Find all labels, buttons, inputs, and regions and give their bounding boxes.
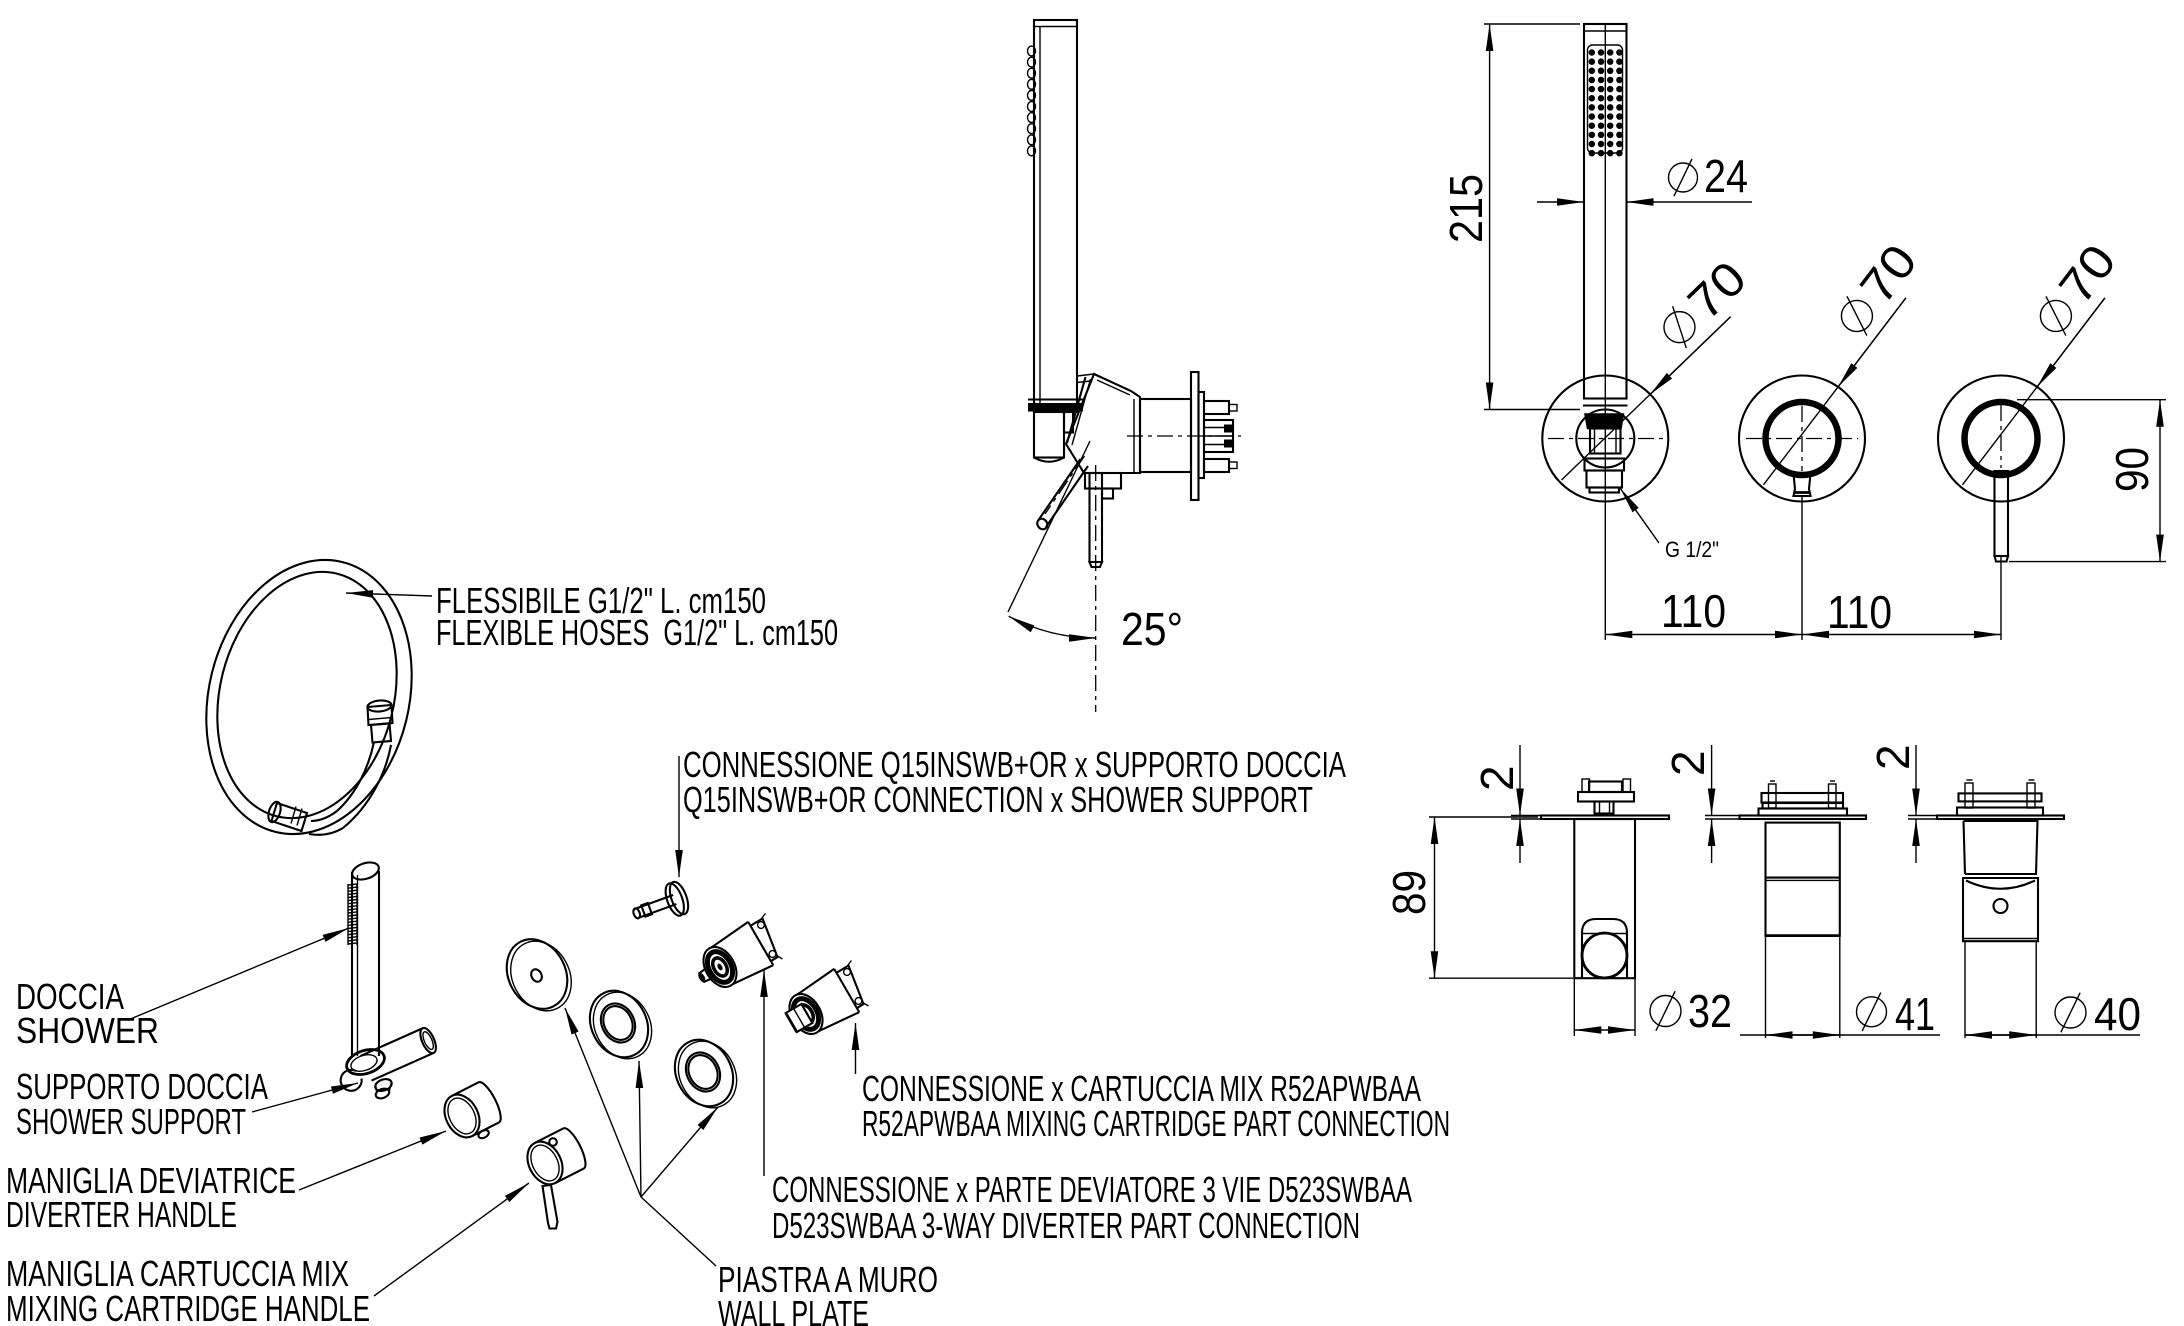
svg-text:R52APWBAA MIXING CARTRIDGE PAR: R52APWBAA MIXING CARTRIDGE PART CONNECTI… [862,1103,1450,1144]
svg-text:89: 89 [1383,870,1435,915]
svg-text:2: 2 [1867,744,1919,770]
svg-text:SHOWER SUPPORT: SHOWER SUPPORT [16,1101,246,1142]
svg-text:MIXING CARTRIDGE HANDLE: MIXING CARTRIDGE HANDLE [6,1288,370,1326]
svg-text:CONNESSIONE x CARTUCCIA MIX R5: CONNESSIONE x CARTUCCIA MIX R52APWBAA [862,1068,1421,1109]
svg-text:PIASTRA A MURO: PIASTRA A MURO [718,1259,938,1300]
svg-text:90: 90 [2106,447,2158,492]
svg-text:FLESSIBILE G1/2" L. cm150: FLESSIBILE G1/2" L. cm150 [436,580,766,621]
svg-text:FLEXIBLE HOSES G1/2" L. cm150: FLEXIBLE HOSES G1/2" L. cm150 [436,612,838,653]
svg-text:25°: 25° [1121,603,1183,655]
svg-text:Q15INSWB+OR CONNECTION x SHOWE: Q15INSWB+OR CONNECTION x SHOWER SUPPORT [683,779,1313,820]
svg-text:32: 32 [1688,985,1732,1037]
svg-text:CONNESSIONE Q15INSWB+OR x SUPP: CONNESSIONE Q15INSWB+OR x SUPPORTO DOCCI… [683,744,1346,785]
svg-text:CONNESSIONE x PARTE DEVIATORE: CONNESSIONE x PARTE DEVIATORE 3 VIE D523… [772,1169,1412,1210]
svg-text:WALL PLATE: WALL PLATE [718,1293,869,1326]
svg-text:MANIGLIA CARTUCCIA MIX: MANIGLIA CARTUCCIA MIX [6,1253,349,1294]
svg-text:41: 41 [1895,988,1935,1040]
svg-text:G 1/2": G 1/2" [1665,537,1719,562]
svg-text:2: 2 [1662,750,1714,776]
svg-text:2: 2 [1471,765,1523,791]
svg-text:SHOWER: SHOWER [16,1010,159,1051]
svg-text:215: 215 [1440,174,1492,243]
svg-text:24: 24 [1704,150,1748,202]
svg-text:D523SWBAA 3-WAY DIVERTER PART: D523SWBAA 3-WAY DIVERTER PART CONNECTION [772,1205,1360,1246]
svg-text:40: 40 [2094,988,2141,1040]
svg-text:SUPPORTO DOCCIA: SUPPORTO DOCCIA [16,1066,268,1107]
svg-text:MANIGLIA DEVIATRICE: MANIGLIA DEVIATRICE [6,1160,296,1201]
svg-text:DIVERTER HANDLE: DIVERTER HANDLE [6,1194,237,1235]
svg-text:DOCCIA: DOCCIA [16,976,124,1017]
svg-text:110: 110 [1827,586,1892,638]
svg-text:110: 110 [1661,585,1726,637]
